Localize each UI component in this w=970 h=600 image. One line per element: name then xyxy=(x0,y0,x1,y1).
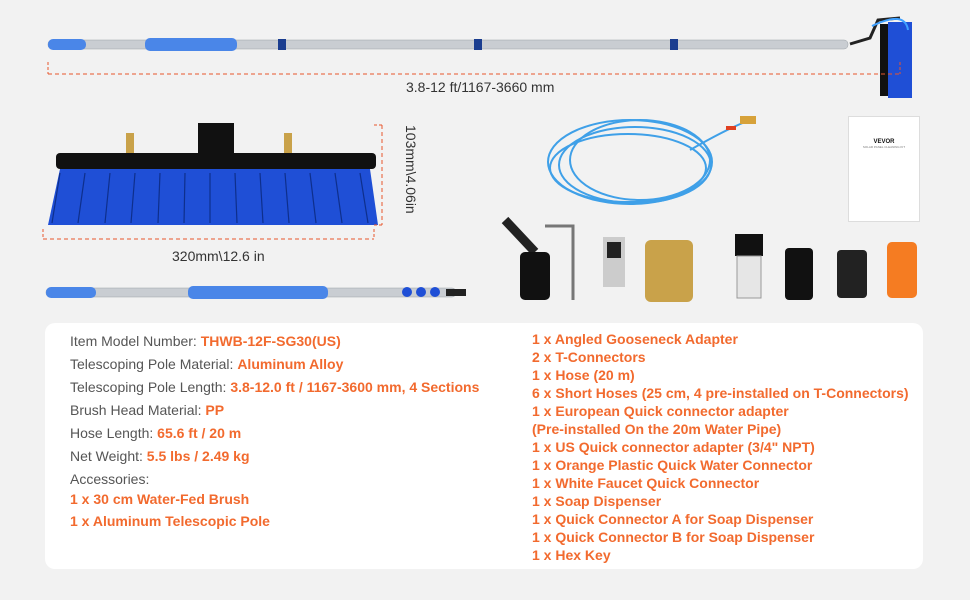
accessory-item: 1 x Quick Connector A for Soap Dispenser xyxy=(532,511,814,527)
accessory-item: 1 x Angled Gooseneck Adapter xyxy=(532,331,738,347)
soap-dispenser-icon xyxy=(735,234,763,299)
accessory-item: 1 x Quick Connector B for Soap Dispenser xyxy=(532,529,815,545)
extended-pole-illustration xyxy=(47,16,912,98)
quick-connector-b-icon xyxy=(837,250,867,298)
accessory-item: 1 x White Faucet Quick Connector xyxy=(532,475,760,491)
product-manual-card: VEVOR SOLAR PANEL CLEANING KIT xyxy=(848,116,920,222)
quick-connector-a-icon xyxy=(785,248,813,300)
accessory-left-item: 1 x 30 cm Water-Fed Brush xyxy=(70,491,250,507)
orange-quick-connector-icon xyxy=(887,242,917,298)
spec-hose-length: Hose Length: 65.6 ft / 20 m xyxy=(70,425,242,441)
accessories-illustration xyxy=(501,216,917,302)
accessory-item: (Pre-installed On the 20m Water Pipe) xyxy=(532,421,782,437)
accessory-item: 1 x Orange Plastic Quick Water Connector xyxy=(532,457,813,473)
card-subtitle: SOLAR PANEL CLEANING KIT xyxy=(862,145,906,149)
t-connector-icon xyxy=(603,237,625,287)
accessory-item: 1 x Soap Dispenser xyxy=(532,493,662,509)
accessory-item: 2 x T-Connectors xyxy=(532,349,646,365)
accessory-left-item: 1 x Aluminum Telescopic Pole xyxy=(70,513,270,529)
us-quick-connector-icon xyxy=(645,240,693,302)
card-brand: VEVOR xyxy=(873,139,895,145)
collapsed-pole-illustration xyxy=(45,286,466,299)
spec-brush-material: Brush Head Material: PP xyxy=(70,402,225,418)
spec-model: Item Model Number: THWB-12F-SG30(US) xyxy=(70,333,341,349)
accessory-item: 6 x Short Hoses (25 cm, 4 pre-installed … xyxy=(532,385,909,401)
gooseneck-adapter-icon xyxy=(501,216,550,300)
hex-key-icon xyxy=(545,224,575,300)
accessory-item: 1 x US Quick connector adapter (3/4" NPT… xyxy=(532,439,815,455)
brush-height-label: 103mm\4.06in xyxy=(403,125,419,214)
accessory-item: 1 x Hose (20 m) xyxy=(532,367,635,383)
accessory-item: 1 x Hex Key xyxy=(532,547,611,563)
brush-head-illustration xyxy=(42,123,383,240)
accessories-label: Accessories: xyxy=(70,471,150,487)
accessory-item: 1 x European Quick connector adapter xyxy=(532,403,789,419)
hose-coil-illustration xyxy=(547,116,756,205)
spec-pole-length: Telescoping Pole Length: 3.8-12.0 ft / 1… xyxy=(70,379,480,395)
spec-net-weight: Net Weight: 5.5 lbs / 2.49 kg xyxy=(70,448,250,464)
brush-width-label: 320mm\12.6 in xyxy=(172,248,265,264)
spec-panel: Item Model Number: THWB-12F-SG30(US) Tel… xyxy=(45,323,923,569)
pole-length-label: 3.8-12 ft/1167-3660 mm xyxy=(406,79,555,95)
spec-pole-material: Telescoping Pole Material: Aluminum Allo… xyxy=(70,356,344,372)
